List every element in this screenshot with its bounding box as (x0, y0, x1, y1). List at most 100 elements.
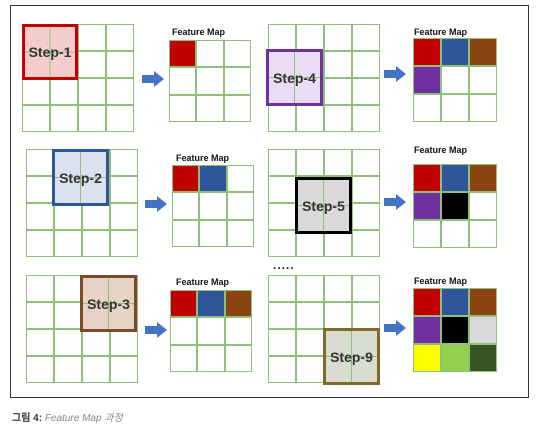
input-step-9-cell (268, 329, 296, 356)
input-step-2-cell (110, 230, 138, 257)
feature-map-cell-red (169, 40, 197, 68)
input-step-1-cell (78, 78, 106, 105)
feature-map-step-5-cell (469, 192, 497, 220)
right-arrow-icon (145, 322, 167, 338)
feature-map-grid-step-9 (413, 288, 497, 372)
feature-map-step-2-cell (172, 219, 200, 247)
input-step-9-cell (296, 356, 324, 383)
ellipsis: ..... (273, 258, 295, 272)
feature-map-step-2-cell (226, 165, 254, 193)
input-step-5-cell (324, 149, 352, 176)
input-step-9-cell (268, 356, 296, 383)
feature-map-step-2-cell (226, 219, 254, 247)
feature-map-step-3-cell (170, 344, 198, 372)
input-step-1-cell (106, 51, 134, 78)
figure-caption: 그림 4: Feature Map 과정 (12, 409, 123, 424)
input-step-3-cell (26, 275, 54, 302)
feature-map-cell-purple (413, 192, 441, 220)
input-step-9-cell (296, 329, 324, 356)
feature-map-cell-purple (413, 316, 441, 344)
feature-map-title-step-1: Feature Map (172, 27, 226, 37)
step-label-5: Step-5 (302, 197, 345, 214)
feature-map-step-1-cell (196, 94, 224, 122)
input-step-5-cell (324, 230, 352, 257)
feature-map-cell-red (413, 164, 441, 192)
feature-map-cell-blue (197, 290, 225, 318)
feature-map-step-4-cell (413, 94, 441, 122)
input-step-3-cell (54, 356, 82, 383)
window-step-9: Step-9 (323, 328, 380, 385)
input-step-9-cell (268, 302, 296, 329)
input-step-2-cell (26, 203, 54, 230)
feature-map-cell-red (413, 38, 441, 66)
feature-map-cell-purple (413, 66, 441, 94)
feature-map-step-5-cell (441, 220, 469, 248)
input-step-3-cell (110, 329, 138, 356)
input-step-4-cell (268, 24, 296, 51)
feature-map-step-1-cell (196, 67, 224, 95)
feature-map-step-2-cell (226, 192, 254, 220)
feature-map-cell-blue (199, 165, 227, 193)
right-arrow-icon (145, 196, 167, 212)
feature-map-grid-step-1 (169, 40, 251, 122)
input-step-5-cell (268, 149, 296, 176)
input-step-4-cell (352, 24, 380, 51)
right-arrow-icon (142, 71, 164, 87)
window-step-4: Step-4 (266, 49, 323, 106)
input-step-2-cell (110, 149, 138, 176)
feature-map-title-step-5: Feature Map (414, 145, 468, 155)
input-step-2-cell (82, 203, 110, 230)
input-step-4-cell (352, 105, 380, 132)
input-step-4-cell (324, 51, 352, 78)
feature-map-cell-brown (224, 290, 252, 318)
input-step-1-cell (78, 105, 106, 132)
feature-map-grid-step-2 (172, 165, 254, 247)
input-step-2-cell (54, 203, 82, 230)
right-arrow-icon (384, 320, 406, 336)
feature-map-step-1-cell (169, 94, 197, 122)
feature-map-grid-step-5 (413, 164, 497, 248)
input-step-4-cell (324, 105, 352, 132)
input-step-1-cell (22, 78, 50, 105)
input-step-1-cell (106, 105, 134, 132)
input-step-1-cell (106, 24, 134, 51)
feature-map-step-2-cell (199, 219, 227, 247)
step-label-2: Step-2 (59, 169, 102, 186)
feature-map-step-1-cell (223, 40, 251, 68)
feature-map-step-3-cell (197, 317, 225, 345)
input-step-2-cell (110, 203, 138, 230)
input-step-5-cell (296, 230, 324, 257)
feature-map-step-1-cell (223, 67, 251, 95)
input-step-5-cell (268, 230, 296, 257)
input-step-4-cell (296, 24, 324, 51)
input-step-3-cell (26, 302, 54, 329)
feature-map-cell-lightgray (469, 316, 497, 344)
feature-map-step-3-cell (224, 317, 252, 345)
input-step-9-cell (324, 275, 352, 302)
input-step-2-cell (110, 176, 138, 203)
input-step-5-cell (352, 149, 380, 176)
input-step-4-cell (324, 78, 352, 105)
input-step-3-cell (82, 356, 110, 383)
feature-map-step-1-cell (196, 40, 224, 68)
feature-map-cell-yellow (413, 344, 441, 372)
input-step-4-cell (268, 105, 296, 132)
feature-map-step-4-cell (469, 94, 497, 122)
input-step-1-cell (22, 105, 50, 132)
feature-map-step-4-cell (469, 66, 497, 94)
feature-map-cell-red (413, 288, 441, 316)
caption-text: Feature Map 과정 (44, 413, 123, 424)
feature-map-cell-brown (469, 38, 497, 66)
input-step-2-cell (82, 230, 110, 257)
input-step-9-cell (268, 275, 296, 302)
feature-map-cell-darkgreen (469, 344, 497, 372)
input-step-2-cell (26, 176, 54, 203)
feature-map-step-3-cell (224, 344, 252, 372)
feature-map-cell-brown (469, 164, 497, 192)
input-step-5-cell (352, 203, 380, 230)
input-step-3-cell (26, 329, 54, 356)
input-step-9-cell (296, 275, 324, 302)
input-step-1-cell (78, 24, 106, 51)
input-step-5-cell (352, 176, 380, 203)
input-step-4-cell (352, 51, 380, 78)
